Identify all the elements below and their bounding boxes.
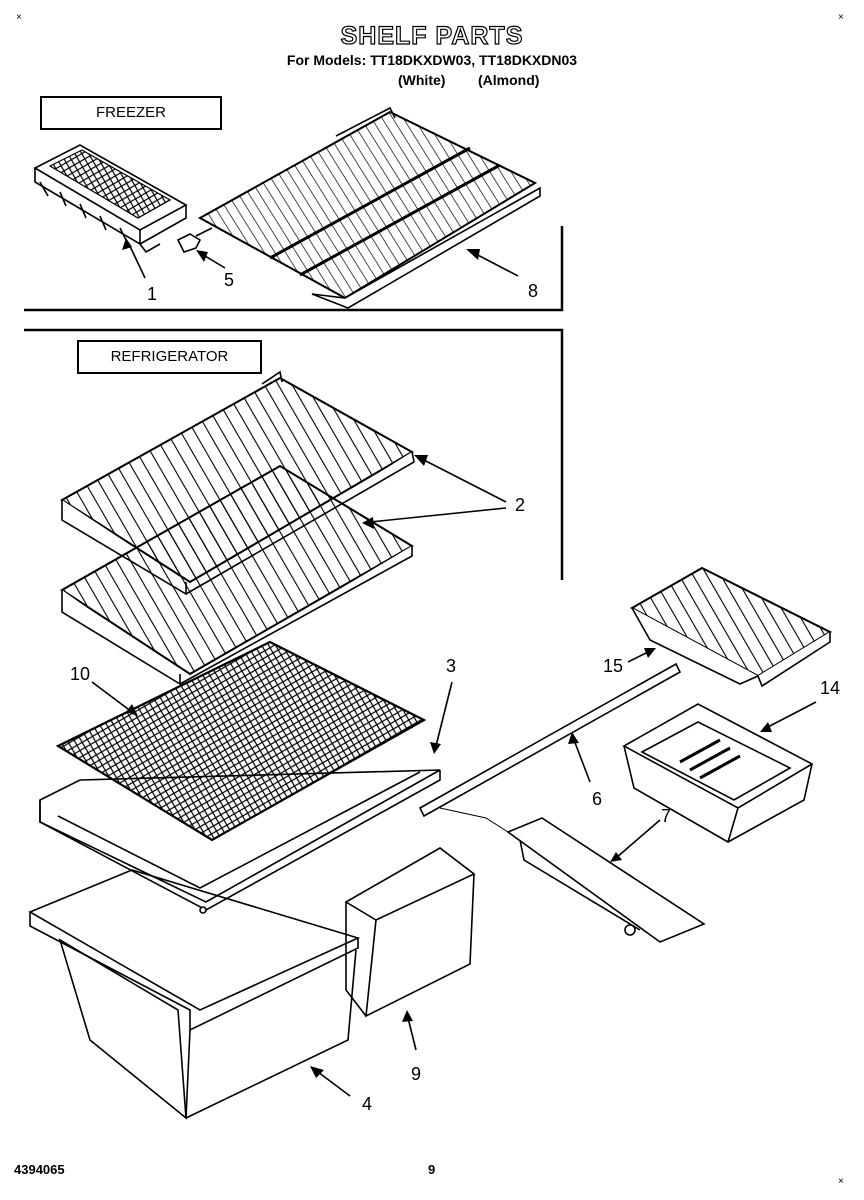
leader-7-arrow: [610, 852, 622, 862]
corner-mark-top-right: ×: [838, 12, 844, 23]
leader-3-arrow: [430, 742, 441, 754]
leader-8: [471, 251, 519, 277]
corner-mark-top-left: ×: [16, 12, 22, 23]
callout-5: 5: [224, 270, 235, 290]
leader-2b-arrow: [362, 517, 374, 529]
callout-7: 7: [661, 806, 672, 826]
deli-drawer: [622, 703, 814, 844]
refrigerator-section-label: REFRIGERATOR: [77, 340, 262, 374]
leader-15: [627, 651, 649, 663]
callout-14: 14: [820, 678, 841, 698]
leader-4: [317, 1071, 351, 1097]
leader-3: [435, 681, 453, 747]
crisper-drawer-large: [28, 869, 361, 1120]
crisper-cover-grille: [55, 640, 427, 842]
page-title: SHELF PARTS: [340, 21, 524, 50]
leader-6-arrow: [568, 732, 579, 744]
models-line: For Models: TT18DKXDW03, TT18DKXDN03: [286, 52, 578, 68]
drawer-slide-bracket: [506, 817, 706, 943]
leader-2a: [419, 457, 507, 503]
leader-5-arrow: [196, 250, 208, 262]
callout-15: 15: [603, 656, 624, 676]
shelf-clip: [176, 227, 213, 253]
leader-7-dashed: [439, 807, 509, 833]
freezer-section-border: [24, 226, 564, 312]
leader-15-arrow: [644, 648, 656, 658]
leader-8-arrow: [466, 249, 480, 260]
crisper-drawer-small: [344, 847, 476, 1018]
crisper-frame: [39, 769, 441, 914]
callout-6: 6: [592, 789, 603, 809]
callout-4: 4: [362, 1094, 373, 1114]
leader-9-arrow: [402, 1010, 413, 1022]
callout-2: 2: [515, 495, 526, 515]
callout-10: 10: [70, 664, 91, 684]
document-number: 4394065: [14, 1162, 65, 1177]
color-white-label: (White): [398, 72, 446, 88]
leader-6: [573, 739, 591, 783]
leader-10-arrow: [126, 704, 138, 716]
leader-2b: [369, 507, 507, 523]
leader-14-arrow: [760, 722, 772, 732]
refrigerator-section-border: [24, 328, 564, 580]
leader-7: [615, 819, 661, 859]
cover-rail: [418, 662, 682, 818]
deli-tray-cover: [629, 566, 833, 688]
freezer-section-label: FREEZER: [40, 96, 222, 130]
callout-1: 1: [147, 284, 158, 304]
callout-3: 3: [446, 656, 457, 676]
corner-mark-bottom-right: ×: [838, 1176, 844, 1187]
leader-1-arrow: [122, 238, 132, 250]
page-number: 9: [428, 1162, 436, 1177]
leader-9: [407, 1017, 417, 1051]
leader-14: [765, 701, 817, 729]
leader-4-arrow: [310, 1066, 324, 1078]
ice-tray: [33, 144, 188, 254]
freezer-wire-shelf: [197, 106, 541, 309]
leader-1: [127, 241, 146, 279]
leader-2a-arrow: [414, 455, 428, 466]
leader-10: [91, 681, 133, 713]
callout-8: 8: [528, 281, 539, 301]
glass-shelf-lower: [60, 464, 414, 686]
callout-9: 9: [411, 1064, 422, 1084]
color-almond-label: (Almond): [478, 72, 540, 88]
